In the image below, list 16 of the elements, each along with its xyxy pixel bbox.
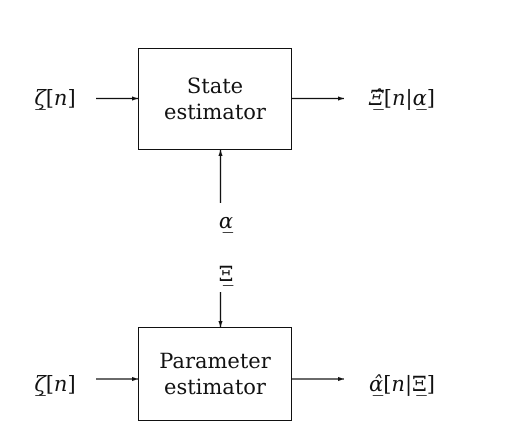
arrow [292,376,344,382]
arrow [96,376,138,382]
signal-label: ζ̲[n] [34,370,76,398]
arrow [218,150,223,203]
signal-label: α̲̂[n|Ξ̲] [369,370,435,398]
box-label: Parameter estimator [158,348,272,400]
signal-label: α̲ [218,208,234,234]
arrow [292,96,344,101]
process-box [138,48,292,150]
signal-label: Ξ̲̂[n|α̲] [369,84,435,112]
arrow [96,96,138,101]
signal-label: ζ̲[n] [34,84,76,112]
arrow [218,292,223,327]
signal-label: Ξ̲ [218,260,234,288]
process-box [138,327,292,421]
box-label: State estimator [163,72,267,126]
